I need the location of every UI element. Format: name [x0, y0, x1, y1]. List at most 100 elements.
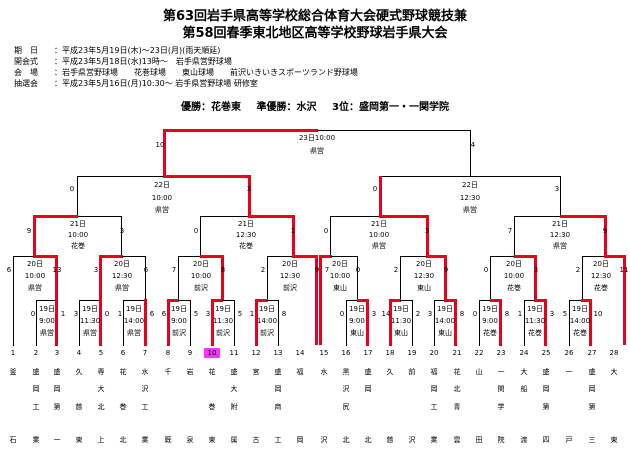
- team-name-char: 岩: [186, 368, 194, 376]
- bracket-line: [99, 299, 102, 346]
- info-label: 期 日: [14, 46, 38, 55]
- match-r2-8: 20日 12:30 花巻: [589, 259, 613, 293]
- match-date: 19日: [215, 305, 231, 313]
- match-time: 11:30: [79, 317, 101, 325]
- team-name-char: 前: [408, 368, 416, 376]
- team-name-char: 工: [141, 403, 149, 411]
- bracket-line: [99, 255, 123, 258]
- team-name-char: 盛: [32, 368, 40, 376]
- team-number: 16: [341, 349, 351, 357]
- team-name-char: 岡: [53, 385, 61, 393]
- team-name-char: 大: [520, 368, 528, 376]
- match-time: 12:30: [459, 194, 481, 202]
- bracket-line: [123, 300, 124, 346]
- results-summary: 優勝：花巻東 準優勝：水沢 3位：盛岡第一・一関学院: [0, 98, 630, 113]
- score: 14: [381, 310, 391, 318]
- bracket-line: [222, 300, 234, 301]
- match-time: 9:00: [39, 317, 55, 325]
- match-venue: 花巻: [483, 329, 497, 337]
- team-name-char: 花: [119, 368, 127, 376]
- team-number: 26: [564, 349, 574, 357]
- match-time: 12:30: [590, 272, 612, 280]
- match-venue: 花巻: [507, 284, 521, 292]
- team-name-char: 業: [141, 436, 149, 444]
- team-name-char: 福: [296, 368, 304, 376]
- bracket-line: [167, 299, 179, 302]
- team-number: 1: [10, 349, 16, 357]
- bracket-line: [389, 299, 392, 346]
- team-name-char: 福: [430, 368, 438, 376]
- score: 1: [117, 310, 123, 318]
- bracket-line: [389, 299, 401, 302]
- team-name-char: 渡: [520, 436, 528, 444]
- team-name-char: 盛: [53, 368, 61, 376]
- team-name-char: 山: [475, 368, 483, 376]
- team-name-char: 石: [9, 436, 17, 444]
- team-number: 11: [229, 349, 239, 357]
- score: 0: [339, 310, 345, 318]
- info-venues: 会 場：岩手県営野球場 花巻球場 東山球場 前沢いきいきスポーツランド野球場: [14, 68, 358, 78]
- team-name-char: 巻: [208, 403, 216, 411]
- match-date: 19日: [126, 305, 142, 313]
- match-venue: 花巻: [594, 284, 608, 292]
- team-name-char: 巻: [119, 403, 127, 411]
- team-name-char: 盛: [542, 368, 550, 376]
- bracket-line: [379, 215, 429, 218]
- match-date: 20日: [282, 260, 298, 268]
- team-name-char: 三: [588, 436, 596, 444]
- bracket-line: [121, 216, 122, 256]
- match-date: 20日: [193, 260, 209, 268]
- info-label: 会 場: [14, 68, 38, 77]
- bracket-line: [163, 129, 318, 132]
- match-venue: 県営: [127, 329, 141, 337]
- score: 4: [470, 141, 476, 149]
- team-number: 14: [295, 349, 305, 357]
- tournament-title-1: 第63回岩手県高等学校総合体育大会硬式野球競技兼: [162, 9, 468, 24]
- score: 7: [507, 227, 513, 235]
- bracket-line: [582, 256, 583, 300]
- score: 1: [290, 227, 296, 235]
- match-qf1: 21日 10:00 花巻: [55, 219, 101, 251]
- match-venue: 花巻: [71, 242, 85, 250]
- match-final: 23日10:00 県営: [294, 133, 340, 156]
- match-time: 14:00: [434, 317, 456, 325]
- bracket-line: [248, 175, 251, 217]
- team-number: 8: [165, 349, 171, 357]
- match-time: 10:00: [24, 272, 46, 280]
- score: 7: [324, 266, 330, 274]
- bracket-line: [13, 256, 14, 346]
- bracket-line: [13, 256, 35, 257]
- bracket-line: [318, 130, 471, 131]
- team-name-char: 関: [497, 385, 505, 393]
- match-time: 11:30: [524, 317, 546, 325]
- bracket-line: [79, 300, 80, 346]
- bracket-line: [479, 300, 491, 301]
- info-draw: 抽選会：平成23年5月16日(月)10:30〜 岩手県営野球場 研修室: [14, 79, 258, 89]
- team-name-char: 船: [520, 385, 528, 393]
- bracket-line: [221, 255, 224, 300]
- bracket-line: [79, 300, 100, 301]
- bracket-line: [33, 215, 36, 257]
- bracket-line: [434, 300, 446, 301]
- team-name-char: 尻: [342, 403, 350, 411]
- bracket-line: [524, 300, 535, 301]
- info-dates: 期 日：平成23年5月19日(木)〜23日(月)(雨天順延): [14, 46, 220, 56]
- champion: 優勝：花巻東: [181, 102, 242, 113]
- bracket-line: [514, 255, 537, 258]
- bracket-line: [426, 255, 447, 258]
- bracket-line: [426, 215, 429, 257]
- team-number: 18: [385, 349, 395, 357]
- team-name-char: 一: [53, 436, 61, 444]
- bracket-line: [167, 299, 170, 346]
- match-date: 22日: [154, 181, 170, 189]
- score: 3: [246, 185, 252, 193]
- bracket-line: [255, 299, 258, 346]
- score: 1: [60, 310, 66, 318]
- bracket-line: [470, 130, 471, 176]
- match-date: 19日: [572, 305, 588, 313]
- bracket-line: [471, 176, 561, 177]
